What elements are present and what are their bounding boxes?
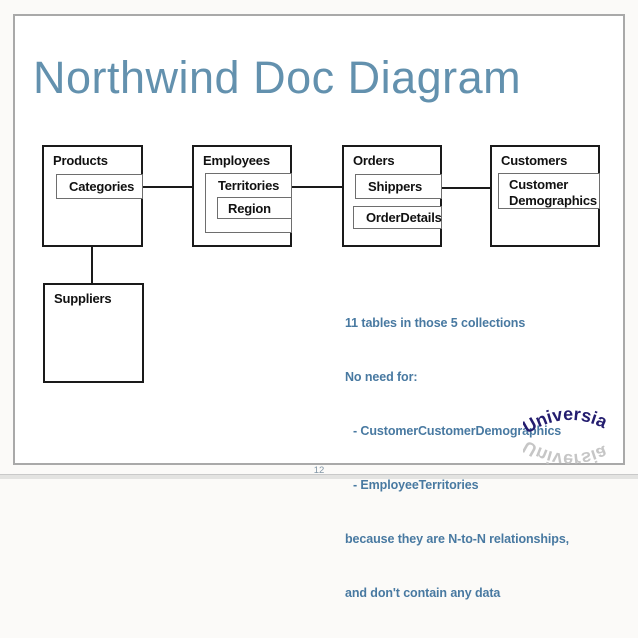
notes-line: and don't contain any data: [345, 586, 501, 600]
table-box-region: Region: [217, 197, 292, 219]
slide-canvas: Northwind Doc Diagram Products Categorie…: [0, 14, 638, 600]
collection-label-customers: Customers: [501, 153, 568, 168]
collection-label-employees: Employees: [203, 153, 270, 168]
watermark-text: Universia: [523, 404, 611, 437]
svg-text:Universia: Universia: [523, 437, 611, 466]
universia-watermark: Universia Universia: [523, 404, 611, 466]
page-number: 12: [313, 465, 325, 476]
footer-strip: [0, 475, 638, 479]
watermark-reflection: Universia: [523, 437, 611, 466]
table-label-orderdetails: OrderDetails: [366, 210, 442, 225]
footer-rule: [0, 474, 638, 475]
table-label-categories: Categories: [69, 179, 135, 194]
notes-line: 11 tables in those 5 collections: [345, 316, 526, 330]
table-box-shippers: Shippers: [355, 174, 442, 199]
table-label-shippers: Shippers: [368, 179, 423, 194]
collection-label-orders: Orders: [353, 153, 395, 168]
connector-orders-customers: [442, 187, 490, 189]
collection-label-products: Products: [53, 153, 108, 168]
connector-products-suppliers: [91, 247, 93, 283]
slide-title: Northwind Doc Diagram: [33, 52, 522, 103]
connector-employees-orders: [292, 186, 342, 188]
collection-box-suppliers: Suppliers: [43, 283, 144, 383]
collection-label-suppliers: Suppliers: [54, 291, 112, 306]
table-box-customer-demographics: Customer Demographics: [498, 173, 600, 209]
table-box-categories: Categories: [56, 174, 143, 199]
table-label-region: Region: [228, 200, 271, 216]
table-label-territories: Territories: [218, 178, 280, 193]
notes-line: because they are N-to-N relationships,: [345, 532, 570, 546]
table-label-customer-demographics: Customer Demographics: [509, 177, 597, 208]
notes-line: - CustomerCustomerDemographics: [353, 424, 562, 438]
notes-line: No need for:: [345, 370, 418, 384]
table-box-orderdetails: OrderDetails: [353, 206, 442, 229]
connector-products-employees: [143, 186, 192, 188]
